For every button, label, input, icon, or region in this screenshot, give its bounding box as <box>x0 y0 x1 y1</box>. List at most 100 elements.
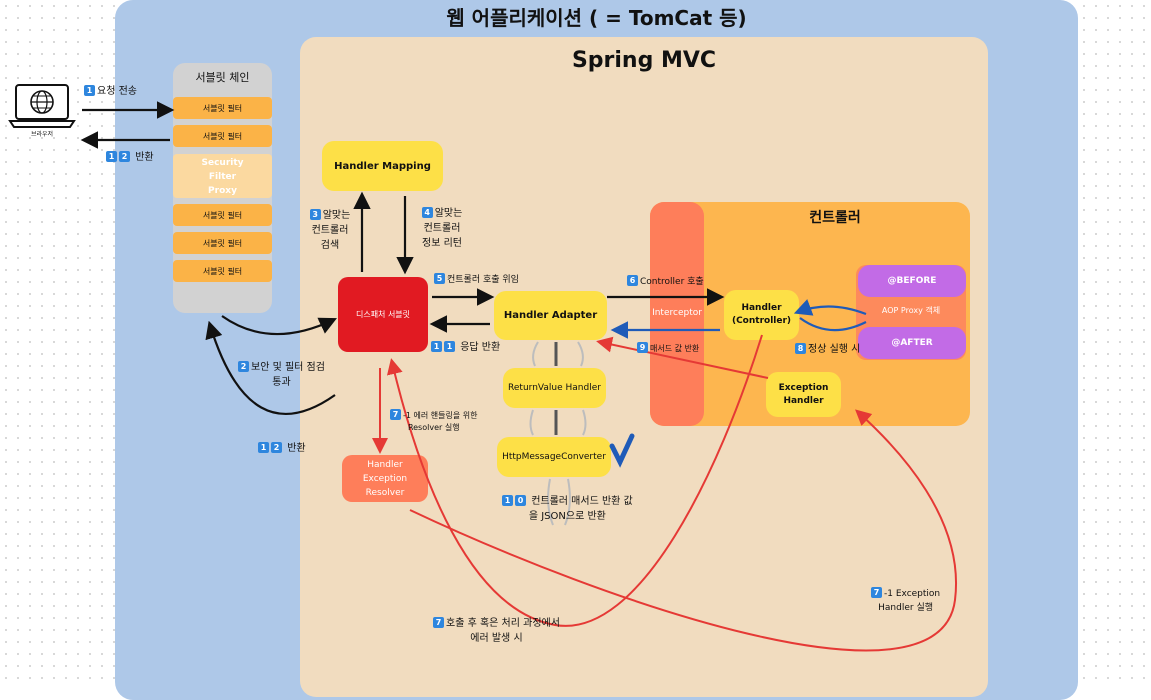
step-text: 에러 발생 시 <box>470 633 523 644</box>
security-filter-proxy-line: Filter <box>208 172 237 182</box>
servlet-filter: 서블릿 필터 <box>173 97 272 119</box>
step-badge: 3 <box>309 209 321 220</box>
step-badge: 7 <box>871 587 882 598</box>
laptop-icon <box>8 84 76 128</box>
step-badge: 1 <box>431 341 442 352</box>
step-badge: 4 <box>421 207 433 218</box>
step-text: 보안 및 필터 점검 <box>251 362 325 373</box>
step-text: 컨트롤러 매서드 반환 값 <box>531 496 633 507</box>
arrow-exception-return <box>596 336 769 379</box>
spring-mvc-title: Spring MVC <box>571 48 717 73</box>
step-badge: 2 <box>238 361 249 372</box>
dispatcher-servlet: 디스패처 서블릿 <box>338 277 428 352</box>
web-application-title: 웹 어플리케이션 ( = TomCat 등) <box>446 6 747 30</box>
dotted-background-right <box>1078 0 1151 681</box>
checkmark-icon <box>609 433 635 468</box>
step-badge: 6 <box>627 275 638 286</box>
aop-proxy-label: AOP Proxy 객체 <box>881 306 941 315</box>
step-text: 컨트롤러 호출 위임 <box>447 275 519 285</box>
step-text: 반환 <box>135 152 154 163</box>
servlet-filter: 서블릿 필터 <box>173 204 272 226</box>
exception-handler-line: Handler <box>783 395 824 406</box>
handler-line: (Controller) <box>731 316 792 326</box>
step-badge: 8 <box>795 343 806 354</box>
arrow-before <box>793 299 867 316</box>
connector <box>564 478 571 526</box>
step-text: 을 JSON으로 반환 <box>528 511 606 522</box>
returnvalue-handler: ReturnValue Handler <box>503 368 606 408</box>
step-text: 매서드 값 반환 <box>650 344 700 353</box>
her-line: Handler <box>367 459 403 470</box>
interceptor-label: Interceptor <box>652 308 702 318</box>
step-badge: 5 <box>434 273 445 284</box>
step-badge: 2 <box>271 442 282 453</box>
step-text: 검색 <box>320 240 340 251</box>
step-badge: 1 <box>84 85 95 96</box>
step-text: 반환 <box>287 443 306 454</box>
connector <box>532 341 539 367</box>
step-text: 응답 반환 <box>460 342 501 353</box>
connector <box>577 341 584 367</box>
step-text: 컨트롤러 <box>311 225 349 236</box>
her-line: Resolver <box>365 487 405 498</box>
step-badge: 1 <box>106 151 117 162</box>
step-text: 알맞는 <box>322 210 351 221</box>
step-text: 통과 <box>272 377 291 388</box>
handler-controller: Handler (Controller) <box>724 290 799 340</box>
step-badge: 1 <box>444 341 455 352</box>
servlet-chain-title: 서블릿 체인 <box>195 71 250 84</box>
arrow-exception-handler <box>409 409 958 652</box>
connector <box>547 478 554 526</box>
step-text: Resolver 실행 <box>407 423 460 432</box>
servlet-filter: 서블릿 필터 <box>173 232 272 254</box>
step-text: Handler 실행 <box>878 603 933 613</box>
flow-arrows <box>80 101 958 652</box>
step-badge: 0 <box>515 495 526 506</box>
connector <box>582 409 587 436</box>
connector <box>529 409 534 436</box>
step-text: 컨트롤러 <box>423 223 461 234</box>
arrow-return-chain <box>205 320 336 415</box>
arrow-normal-exec <box>799 317 867 332</box>
step-text: 정보 리턴 <box>422 238 462 249</box>
step-badge: 2 <box>119 151 130 162</box>
step-badge: 1 <box>502 495 513 506</box>
servlet-filter: 서블릿 필터 <box>173 260 272 282</box>
step-text: 호출 후 혹은 처리 과정에서 <box>446 618 560 629</box>
step-text: -1 Exception <box>884 589 941 599</box>
step-badge: 1 <box>258 442 269 453</box>
step-text: 알맞는 <box>434 208 463 219</box>
interceptor <box>650 202 704 426</box>
exception-handler-line: Exception <box>778 382 829 393</box>
browser-label: 브라우저 <box>30 131 54 138</box>
security-filter-proxy-line: Security <box>201 158 244 168</box>
arrow-filter-pass <box>221 315 337 336</box>
before-advice: @BEFORE <box>858 265 966 297</box>
handler-mapping: Handler Mapping <box>322 141 443 191</box>
handler-line: Handler <box>741 303 782 313</box>
controller-title: 컨트롤러 <box>809 210 861 226</box>
security-filter-proxy: Security Filter Proxy <box>173 154 272 198</box>
arrow-error <box>386 334 763 627</box>
after-advice: @AFTER <box>858 327 966 359</box>
servlet-filter: 서블릿 필터 <box>173 125 272 147</box>
step-badge: 7 <box>433 617 444 628</box>
browser: 브라우저 <box>8 83 76 138</box>
step-text: 요청 전송 <box>97 86 137 97</box>
step-text: 정상 실행 시 <box>808 344 861 355</box>
step-badge: 9 <box>637 342 648 353</box>
security-filter-proxy-line: Proxy <box>208 186 237 196</box>
